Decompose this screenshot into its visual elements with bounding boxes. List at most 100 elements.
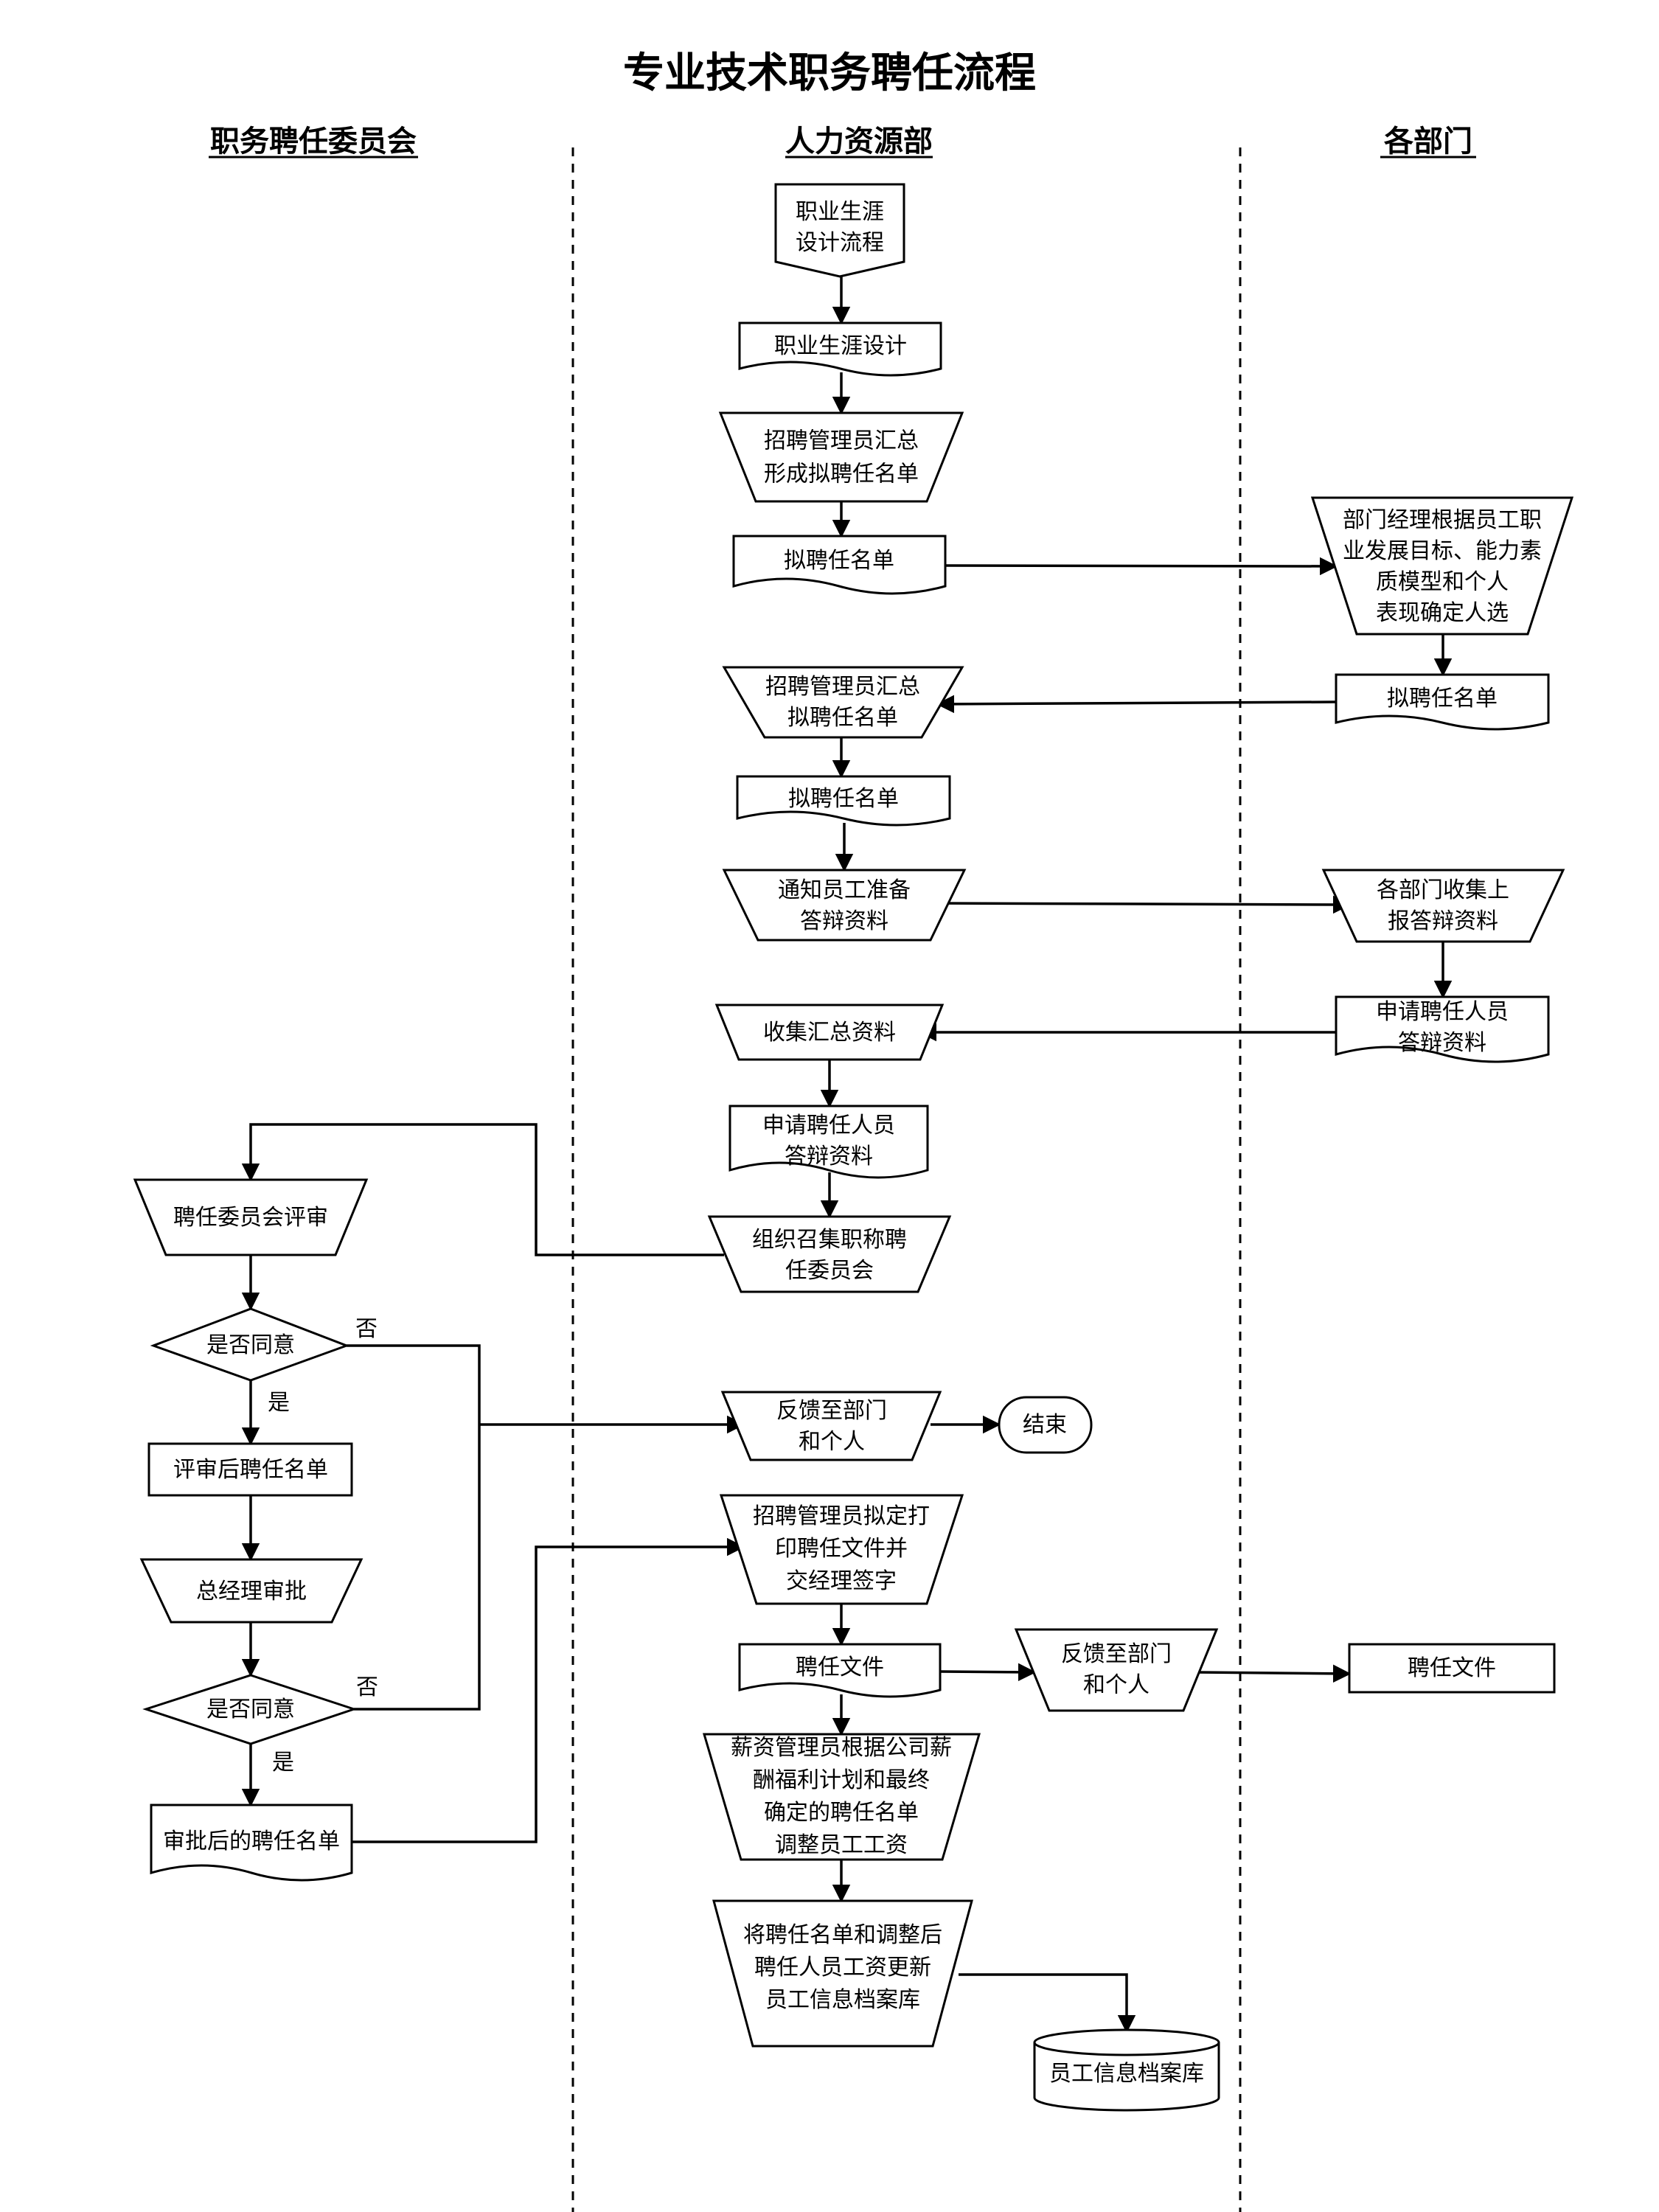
node-label-line: 薪资管理员根据公司薪 — [731, 1735, 952, 1761]
document-shape — [736, 775, 951, 827]
node-label-line: 答辩资料 — [800, 908, 888, 934]
lane-header-committee: 职务聘任委员会 — [209, 124, 418, 159]
node-label-line: 组织召集职称聘 — [752, 1227, 907, 1253]
node-employee-db: 员工信息档案库 — [1033, 2028, 1220, 2112]
process-shape — [1348, 1643, 1556, 1694]
node-label-line: 报答辩资料 — [1388, 908, 1498, 934]
document-shape — [1335, 995, 1550, 1063]
node-label: 聘任文件 — [796, 1655, 884, 1680]
node-label: 职业生涯设计流程 — [796, 199, 884, 256]
document-shape — [738, 1643, 942, 1698]
node-dept-appoint-doc: 聘任文件 — [1348, 1643, 1556, 1694]
node-label-line: 印聘任文件并 — [775, 1536, 908, 1562]
node-collect-summary: 收集汇总资料 — [714, 1004, 945, 1061]
lane-title-committee: 职务聘任委员会 — [210, 124, 417, 159]
node-label: 聘任文件 — [1408, 1655, 1496, 1681]
node-label-line: 员工信息档案库 — [1049, 2061, 1204, 2087]
node-label-line: 质模型和个人 — [1376, 569, 1509, 595]
decision-diamond-shape — [150, 1307, 350, 1382]
node-label-line: 结束 — [1023, 1412, 1067, 1438]
node-label-line: 是否同意 — [206, 1332, 295, 1358]
edge-notify-to-dept-collect — [930, 895, 1352, 914]
node-label-line: 部门经理根据员工职 — [1343, 507, 1542, 533]
node-organize-committee: 组织召集职称聘任委员会 — [707, 1215, 952, 1293]
node-label: 申请聘任人员答辩资料 — [762, 1113, 895, 1169]
manual-operation-shape — [702, 1733, 981, 1861]
decision-diamond-shape — [142, 1674, 358, 1745]
edge-label-no-2: 否 — [356, 1674, 378, 1700]
node-reviewed-list: 评审后聘任名单 — [147, 1442, 353, 1497]
database-cylinder-body — [1033, 2042, 1220, 2112]
manual-operation-shape — [1310, 496, 1574, 636]
node-label-line: 审批后的聘任名单 — [163, 1829, 340, 1854]
edge-no-bus — [347, 1344, 481, 1711]
node-dept-manager: 部门经理根据员工职业发展目标、能力素质模型和个人表现确定人选 — [1310, 496, 1574, 636]
document-shape — [728, 1105, 929, 1179]
node-label-line: 拟聘任名单 — [1387, 686, 1498, 712]
node-label-line: 拟聘任名单 — [788, 786, 899, 812]
node-label-line: 和个人 — [1083, 1672, 1150, 1698]
page-title: 专业技术职务聘任流程 — [623, 49, 1036, 97]
node-label-line: 业发展目标、能力素 — [1343, 538, 1542, 564]
node-draft-list-2: 拟聘任名单 — [736, 775, 951, 827]
node-label-line: 聘任委员会评审 — [173, 1205, 328, 1231]
lane-header-hr: 人力资源部 — [785, 124, 933, 159]
node-hr-summary-1: 招聘管理员汇总形成拟聘任名单 — [718, 411, 964, 503]
edge-dept-draft-to-hr-summary — [936, 695, 1337, 714]
node-label-line: 酬福利计划和最终 — [753, 1767, 930, 1793]
node-label-line: 聘任文件 — [1408, 1655, 1496, 1681]
node-label: 将聘任名单和调整后聘任人员工资更新员工信息档案库 — [743, 1922, 942, 2013]
node-label: 部门经理根据员工职业发展目标、能力素质模型和个人表现确定人选 — [1343, 507, 1542, 626]
manual-operation-shape — [707, 1215, 952, 1293]
lane-title-departments: 各部门 — [1384, 124, 1472, 159]
edge-feedback-2-to-dept-doc — [1195, 1664, 1352, 1683]
node-label-line: 答辩资料 — [1398, 1030, 1486, 1056]
node-label-line: 申请聘任人员 — [762, 1113, 895, 1138]
node-label-line: 员工信息档案库 — [765, 1987, 920, 2013]
node-label-line: 和个人 — [799, 1429, 865, 1455]
node-label: 拟聘任名单 — [784, 548, 894, 574]
offpage-connector-shape — [774, 183, 905, 278]
node-feedback-2: 反馈至部门和个人 — [1014, 1628, 1219, 1712]
node-label-line: 拟聘任名单 — [787, 705, 898, 731]
node-update-db: 将聘任名单和调整后聘任人员工资更新员工信息档案库 — [712, 1899, 973, 2048]
node-label-line: 申请聘任人员 — [1376, 999, 1509, 1025]
node-label-line: 形成拟聘任名单 — [764, 462, 919, 487]
node-career-process: 职业生涯设计流程 — [774, 183, 905, 278]
node-feedback-1: 反馈至部门和个人 — [720, 1391, 942, 1461]
edge-approved-to-print — [352, 1537, 745, 1843]
node-dept-draft-list: 拟聘任名单 — [1335, 673, 1550, 731]
node-label-line: 表现确定人选 — [1376, 600, 1509, 626]
edge-label-no-1: 否 — [355, 1316, 378, 1342]
manual-operation-shape — [722, 869, 967, 942]
node-label-line: 是否同意 — [206, 1697, 295, 1722]
node-label-line: 收集汇总资料 — [763, 1020, 896, 1046]
node-label-line: 任委员会 — [785, 1258, 874, 1284]
manual-operation-shape — [718, 411, 964, 503]
database-cylinder-top — [1033, 2028, 1220, 2056]
document-shape — [732, 535, 947, 595]
node-notify-staff: 通知员工准备答辩资料 — [722, 869, 967, 942]
document-shape — [1335, 673, 1550, 731]
node-label-line: 总经理审批 — [196, 1579, 307, 1604]
manual-operation-shape — [714, 1004, 945, 1061]
manual-operation-shape — [133, 1178, 369, 1256]
node-gm-approval: 总经理审批 — [139, 1558, 364, 1624]
node-label-line: 答辩资料 — [785, 1144, 873, 1169]
lane-title-hr: 人力资源部 — [785, 124, 933, 159]
node-label: 员工信息档案库 — [1049, 2061, 1204, 2087]
node-agree-1: 是否同意 — [150, 1307, 350, 1382]
node-label-line: 调整员工工资 — [775, 1832, 908, 1858]
node-label-line: 评审后聘任名单 — [173, 1457, 328, 1483]
process-shape — [147, 1442, 353, 1497]
manual-operation-shape — [1321, 869, 1565, 943]
node-label-line: 设计流程 — [796, 230, 884, 256]
node-label: 总经理审批 — [196, 1579, 307, 1604]
node-label: 反馈至部门和个人 — [776, 1398, 887, 1455]
node-label: 拟聘任名单 — [1387, 686, 1498, 712]
node-appoint-doc: 聘任文件 — [738, 1643, 942, 1698]
lane-header-departments: 各部门 — [1380, 124, 1476, 159]
node-label-line: 反馈至部门 — [776, 1398, 887, 1424]
